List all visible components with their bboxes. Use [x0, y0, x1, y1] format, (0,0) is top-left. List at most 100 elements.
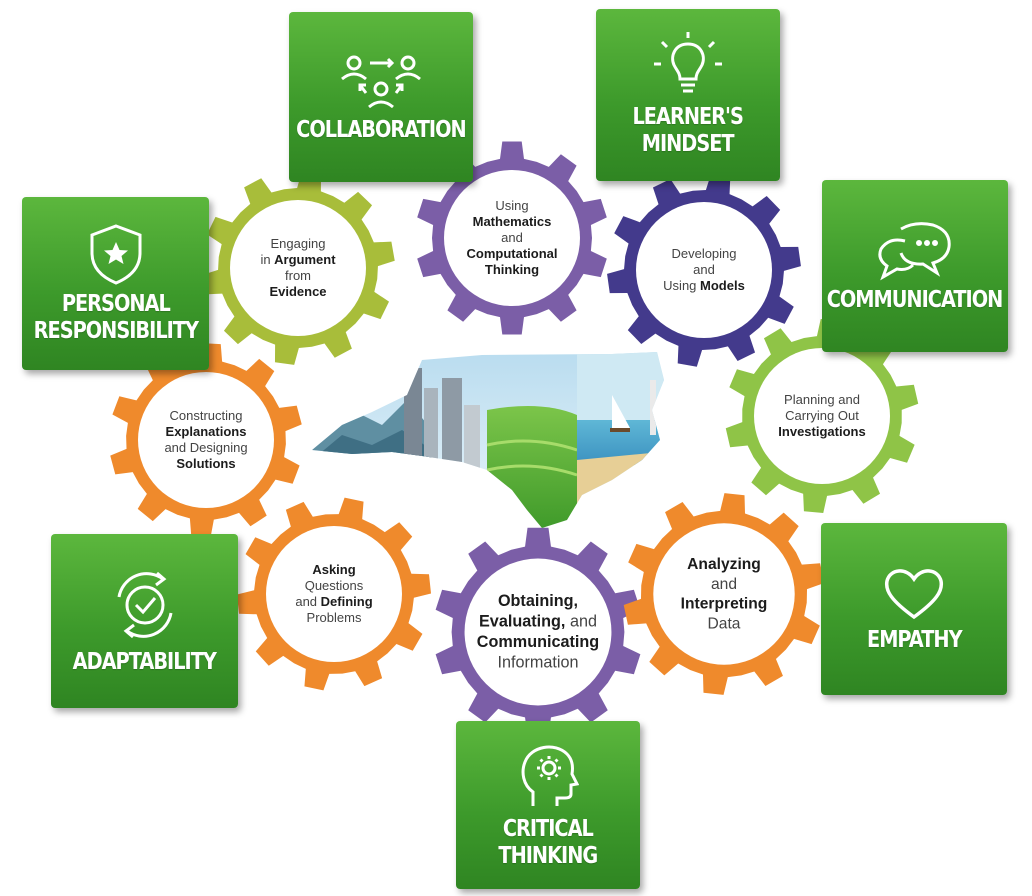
gear-data-shape	[623, 493, 825, 695]
gear-text-bold: Asking	[312, 562, 356, 577]
gear-text-normal: and Designing	[164, 440, 248, 455]
gear-math-shape	[417, 141, 607, 335]
gear-text-line: Solutions	[176, 456, 235, 472]
gear-models-shape	[607, 173, 801, 367]
gear-text-line: Investigations	[778, 424, 865, 440]
gear-text-bold: Computational	[466, 246, 558, 261]
gear-text-line: and	[501, 230, 523, 246]
shield-star-icon	[88, 223, 144, 285]
gear-text-bold: Mathematics	[472, 214, 552, 229]
gear-text-bold: Analyzing	[687, 555, 761, 574]
gear-text-bold: Solutions	[176, 456, 236, 471]
gear-face	[138, 372, 274, 508]
competency-personal-responsibility: PERSONAL RESPONSIBILITY	[22, 197, 209, 370]
gear-text-bold: Explanations	[165, 424, 247, 439]
gear-text-bold: Evaluating,	[479, 612, 566, 631]
gear-text-normal: Information	[497, 653, 579, 672]
cycle-check-icon	[107, 567, 183, 643]
gear-text-bold: Evidence	[269, 284, 327, 299]
gear-text-line: Interpreting	[681, 594, 768, 614]
gear-text-normal: and	[565, 612, 597, 631]
gear-text-line: Engaging	[271, 236, 326, 252]
gear-text-line: Questions	[305, 578, 364, 594]
gear-text-line: Evidence	[269, 284, 326, 300]
gear-text-bold: Communicating	[476, 633, 600, 652]
competency-critical-thinking: CRITICAL THINKING	[456, 721, 640, 889]
gear-face	[754, 348, 890, 484]
gear-face	[636, 202, 772, 338]
gear-text-line: Problems	[307, 610, 362, 626]
gear-text-bold: Investigations	[778, 424, 866, 439]
gear-text-normal: Data	[707, 614, 741, 633]
gear-text-normal: and	[693, 262, 715, 277]
competency-collaboration: COLLABORATION	[289, 12, 473, 182]
competency-empathy: EMPATHY	[821, 523, 1007, 695]
gear-questions-shape	[236, 497, 432, 691]
gear-text-normal: Questions	[304, 578, 364, 593]
gear-text-normal: Developing	[671, 246, 737, 261]
lightbulb-icon	[650, 32, 726, 98]
gear-text-line: and Designing	[164, 440, 247, 456]
heart-icon	[882, 565, 946, 621]
gear-text-line: Information	[497, 653, 578, 674]
gear-text-line: Using Models	[663, 278, 745, 294]
gear-text-line: in Argument	[260, 252, 335, 268]
gear-text-line: and	[693, 262, 715, 278]
gear-text-line: Explanations	[166, 424, 247, 440]
gear-text-bold: Argument	[274, 252, 336, 267]
gear-text-normal: Problems	[306, 610, 362, 625]
gear-text-line: Evaluating, and	[479, 611, 597, 632]
gear-face	[444, 170, 580, 306]
gear-text-line: Data	[708, 614, 741, 634]
gear-text-bold: Interpreting	[680, 595, 768, 613]
gear-text-normal: Using	[663, 278, 701, 293]
gear-text-normal: Planning and	[784, 392, 860, 407]
gear-text-line: Mathematics	[473, 214, 552, 230]
gear-face	[464, 558, 612, 706]
gear-text-normal: from	[285, 268, 311, 283]
competency-label: CRITICAL THINKING	[498, 816, 599, 869]
gear-text-line: Planning and	[784, 392, 860, 408]
gear-face	[266, 526, 402, 662]
competency-label: LEARNER'S MINDSET	[632, 104, 744, 157]
competency-label: PERSONAL RESPONSIBILITY	[33, 290, 198, 344]
gear-explanations-shape	[110, 343, 302, 537]
gear-text-normal: Carrying Out	[785, 408, 859, 423]
gear-information-shape	[435, 527, 641, 737]
chat-bubbles-icon	[875, 219, 955, 281]
competency-label: COMMUNICATION	[827, 286, 1004, 313]
gear-text-bold: Obtaining,	[497, 592, 579, 611]
gear-text-normal: and	[710, 575, 738, 593]
gear-face	[653, 523, 795, 665]
gear-text-line: Developing	[671, 246, 736, 262]
head-gear-icon	[517, 740, 579, 810]
gear-text-line: Analyzing	[687, 554, 761, 574]
people-exchange-icon	[336, 51, 426, 111]
gear-text-line: Communicating	[477, 632, 599, 653]
gear-text-bold: Models	[700, 278, 745, 293]
competency-adaptability: ADAPTABILITY	[51, 534, 238, 708]
gear-text-line: Computational	[467, 246, 558, 262]
gear-text-line: Constructing	[170, 408, 243, 424]
gear-text-normal: Engaging	[270, 236, 326, 251]
gear-text-normal: in	[260, 252, 275, 267]
competency-label: COLLABORATION	[296, 116, 467, 143]
gear-argument-shape	[201, 171, 395, 365]
gear-text-line: Carrying Out	[785, 408, 859, 424]
gear-text-line: Asking	[312, 562, 355, 578]
competency-learners-mindset: LEARNER'S MINDSET	[596, 9, 780, 181]
